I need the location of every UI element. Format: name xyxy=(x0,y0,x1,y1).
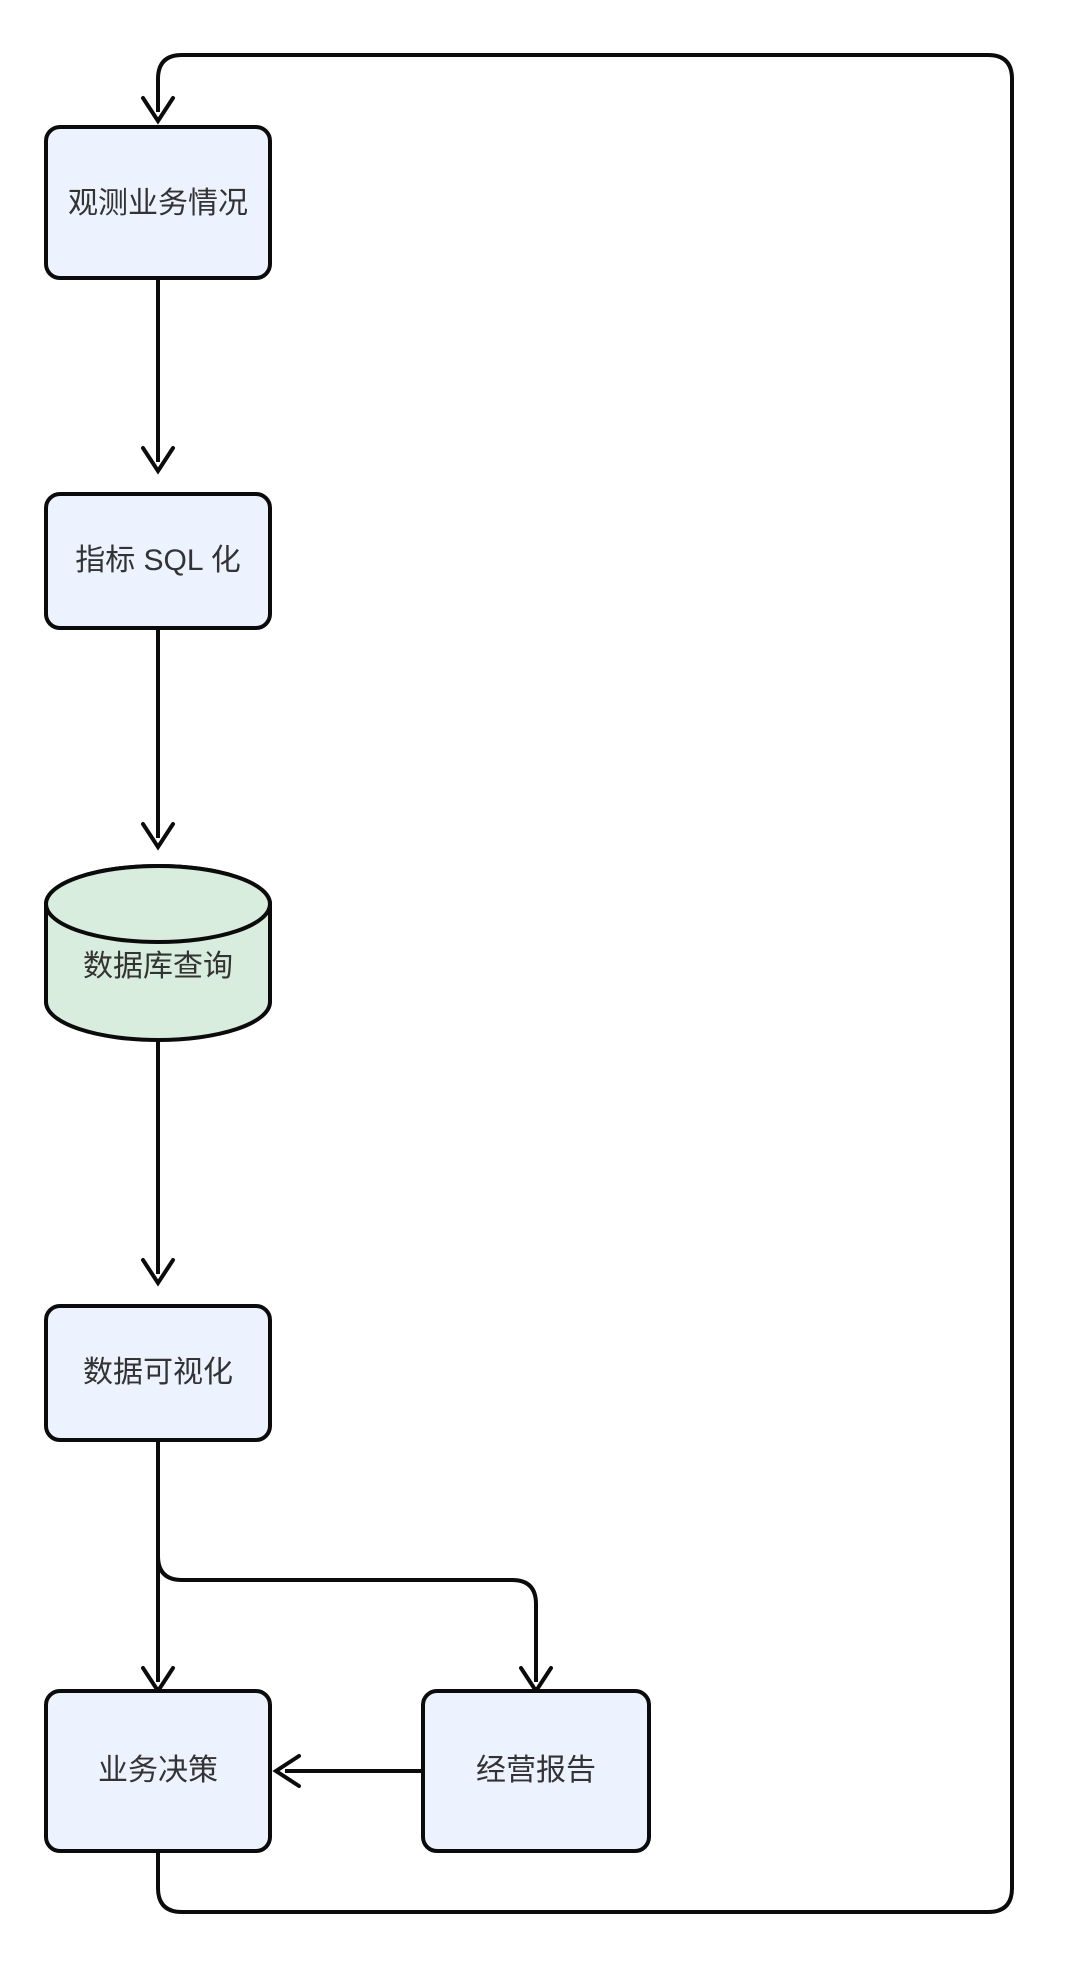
node-report[interactable]: 经营报告 xyxy=(421,1689,651,1853)
edge-decision-to-observe xyxy=(141,53,1014,1914)
node-sqlify-shape[interactable] xyxy=(44,492,272,630)
node-observe-label: 观测业务情况 xyxy=(68,187,248,220)
node-report-label: 经营报告 xyxy=(476,1754,596,1787)
arrow-head-report-decision xyxy=(272,1754,301,1788)
edge-sqlify-to-query xyxy=(141,628,175,851)
arrow-head-decision-observe xyxy=(141,96,175,125)
edge-visualize-to-report xyxy=(156,1440,553,1695)
arrow-head-query-visualize xyxy=(141,1258,175,1287)
node-query[interactable]: 数据库查询 xyxy=(44,864,272,1042)
edge-observe-to-sqlify xyxy=(141,278,175,475)
node-query-cylinder-top xyxy=(44,864,272,944)
node-sqlify[interactable]: 指标 SQL 化 xyxy=(44,492,272,630)
node-query-label: 数据库查询 xyxy=(83,950,233,983)
node-observe[interactable]: 观测业务情况 xyxy=(44,125,272,280)
node-sqlify-label: 指标 SQL 化 xyxy=(75,544,241,577)
arrow-head-sqlify-query xyxy=(141,822,175,851)
node-visualize-shape[interactable] xyxy=(44,1304,272,1442)
node-decision[interactable]: 业务决策 xyxy=(44,1689,272,1853)
edge-query-to-visualize xyxy=(141,1040,175,1287)
node-visualize[interactable]: 数据可视化 xyxy=(44,1304,272,1442)
edge-report-to-decision xyxy=(272,1754,423,1788)
arrow-head-observe-sqlify xyxy=(141,446,175,475)
node-visualize-label: 数据可视化 xyxy=(83,1356,233,1389)
node-report-shape[interactable] xyxy=(421,1689,651,1853)
node-observe-shape[interactable] xyxy=(44,125,272,280)
node-decision-label: 业务决策 xyxy=(98,1754,218,1787)
node-decision-shape[interactable] xyxy=(44,1689,272,1853)
